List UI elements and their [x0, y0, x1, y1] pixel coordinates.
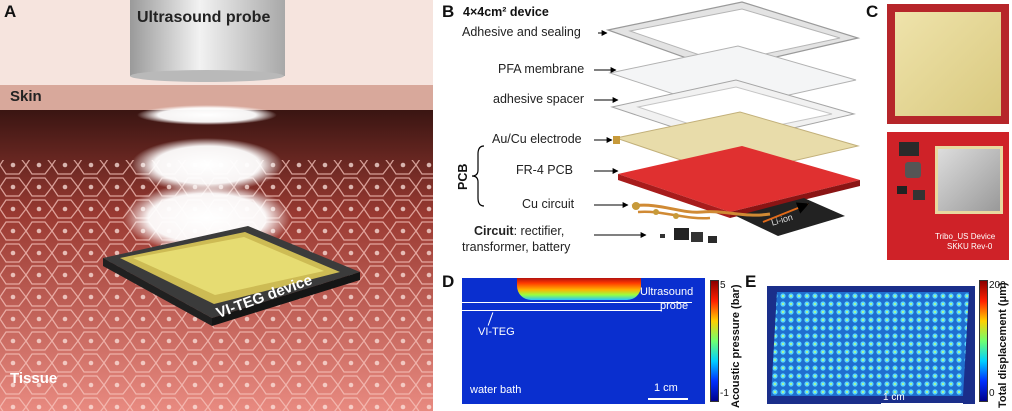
circuit-component-2 — [905, 162, 921, 178]
circuit-label-bold: Circuit — [474, 224, 514, 238]
pcb-group-label: PCB — [456, 163, 470, 190]
tissue-label: Tissue — [10, 370, 58, 387]
circuit-label: Circuit: rectifier, — [474, 224, 564, 238]
colorbar-max-e: 200 — [989, 280, 1006, 291]
layer-label-pfa-membrane: PFA membrane — [498, 62, 585, 76]
panel-e: E 1 cm 200 0 Total displacement (μm) — [745, 270, 1012, 411]
pressure-hotspot — [517, 278, 641, 300]
panel-a-letter: A — [4, 2, 17, 21]
colorbar-min-e: 0 — [989, 388, 995, 399]
panel-c-letter: C — [866, 2, 879, 21]
colorbar-title-e: Total displacement (μm) — [997, 282, 1009, 408]
layer-label-fr4-pcb: FR-4 PCB — [516, 163, 573, 177]
board-text-2: SKKU Rev-0 — [947, 242, 993, 251]
circuit-component-4 — [913, 190, 925, 200]
circuit-component-3 — [897, 186, 907, 194]
displacement-plot — [767, 286, 975, 405]
teg-line — [462, 310, 662, 311]
panel-c: C Tribo_US Device SKKU Rev-0 — [866, 0, 1012, 265]
water-bath-label: water bath — [470, 384, 522, 396]
circuit-component-1 — [899, 142, 919, 156]
probe-surface-line — [462, 302, 692, 303]
layer-label-cu-circuit: Cu circuit — [522, 197, 575, 211]
panel-a: A Ultrasound probe Skin VI-TEG device Ti… — [0, 0, 433, 411]
probe-label-d: Ultrasound — [640, 286, 694, 298]
scale-bar-d — [648, 398, 688, 400]
circuit-label-line2: transformer, battery — [462, 240, 571, 254]
teg-label-d: VI-TEG — [478, 326, 515, 338]
panel-b-letter: B — [442, 2, 455, 21]
scale-label-e: 1 cm — [883, 392, 905, 403]
device-photo-bottom: Tribo_US Device SKKU Rev-0 — [887, 132, 1009, 260]
probe-label-d-line2: probe — [660, 300, 689, 312]
gold-electrode-photo — [895, 12, 1001, 116]
device-size-title: 4×4cm² device — [463, 5, 549, 19]
device-photo-top — [887, 4, 1009, 124]
layer-label-adhesive-spacer: adhesive spacer — [493, 92, 585, 106]
panel-e-letter: E — [745, 272, 757, 291]
skin-label: Skin — [10, 88, 42, 105]
panel-b-exploded-view — [471, 1, 861, 243]
panel-d-letter: D — [442, 272, 455, 291]
colorbar-max-d: 5 — [720, 280, 726, 291]
teg-arrow — [487, 312, 494, 326]
scale-label-d: 1 cm — [654, 382, 678, 394]
acoustic-field-plot: Ultrasound probe VI-TEG water bath 1 cm — [462, 278, 705, 404]
panel-b: B 4×4cm² device Adhesive and sealing PFA… — [440, 0, 870, 265]
panel-d: D Ultrasound probe VI-TEG water bath 1 c… — [440, 270, 745, 411]
panel-a-illustration — [0, 0, 433, 411]
colorbar-min-d: -1 — [720, 388, 729, 399]
colorbar-title-d: Acoustic pressure (bar) — [730, 284, 742, 408]
ultrasound-probe-label: Ultrasound probe — [137, 9, 271, 26]
battery-photo — [935, 146, 1003, 214]
pressure-colorbar — [710, 280, 719, 402]
displacement-colorbar — [979, 280, 988, 402]
layer-label-adhesive-sealing: Adhesive and sealing — [462, 25, 581, 39]
board-text-1: Tribo_US Device — [935, 232, 996, 241]
layer-label-electrode: Au/Cu electrode — [492, 132, 582, 146]
circuit-label-rest: : rectifier, — [513, 224, 565, 238]
